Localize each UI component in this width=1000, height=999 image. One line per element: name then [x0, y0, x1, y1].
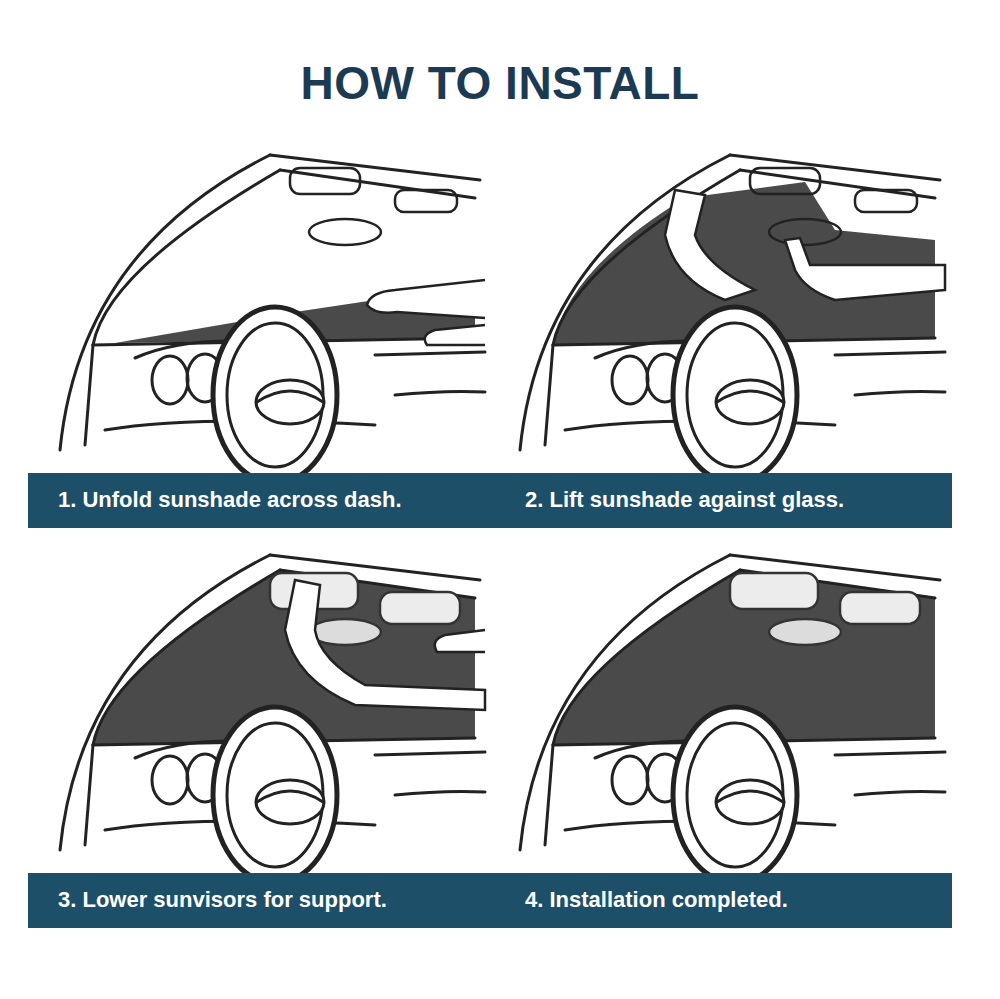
step-caption: 4. Installation completed.	[525, 887, 788, 913]
caption-band: 3. Lower sunvisors for support.	[28, 873, 490, 928]
step-caption: 2. Lift sunshade against glass.	[525, 487, 844, 513]
title-text: HOW TO INSTALL	[0, 58, 1000, 109]
caption-band: 1. Unfold sunshade across dash.	[28, 473, 490, 528]
caption-band: 2. Lift sunshade against glass.	[490, 473, 952, 528]
step-caption: 1. Unfold sunshade across dash.	[58, 487, 402, 513]
step-caption: 3. Lower sunvisors for support.	[58, 887, 387, 913]
caption-band: 4. Installation completed.	[490, 873, 952, 928]
